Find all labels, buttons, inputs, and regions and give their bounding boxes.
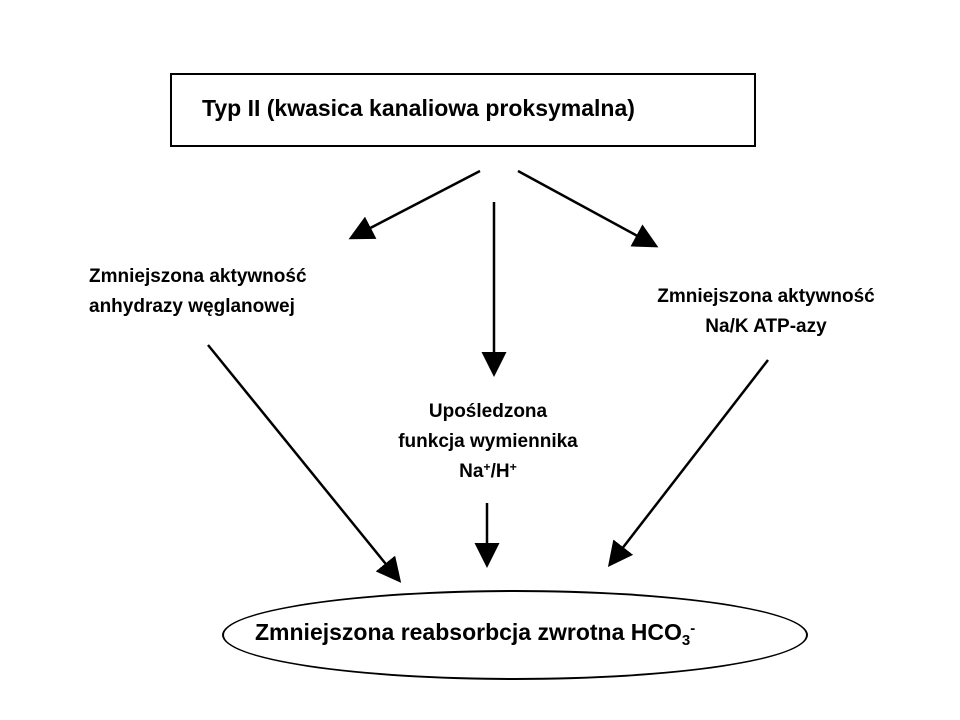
arrow-root-to-right (517, 169, 659, 248)
mechanism-center-line3-sup1: + (483, 460, 491, 475)
arrow-root-to-left (348, 169, 481, 240)
mechanism-left-node: Zmniejszona aktywność anhydrazy węglanow… (89, 262, 307, 322)
mechanism-left-line2: anhydrazy węglanowej (89, 296, 295, 317)
result-node-label: Zmniejszona reabsorbcja zwrotna HCO3- (255, 617, 696, 650)
mechanism-center-node: Upośledzona funkcja wymiennika Na+/H+ (338, 397, 638, 487)
mechanism-right-node: Zmniejszona aktywność Na/K ATP-azy (600, 282, 932, 342)
result-node-sup: - (690, 620, 696, 638)
mechanism-center-line1: Upośledzona (428, 401, 548, 422)
mechanism-right-line1: Zmniejszona aktywność (657, 286, 875, 307)
result-node-main: Zmniejszona reabsorbcja zwrotna HCO (255, 619, 682, 645)
mechanism-left-line1: Zmniejszona aktywność (89, 266, 307, 287)
result-node-sub: 3 (681, 632, 691, 650)
arrow-left-to-result (207, 344, 402, 583)
mechanism-center-line2: funkcja wymiennika (398, 431, 578, 452)
mechanism-center-line3: Na+/H+ (338, 457, 638, 487)
arrow-right-to-result (607, 359, 769, 567)
mechanism-center-line3-prefix: Na (459, 461, 484, 482)
root-node-box (170, 73, 756, 147)
result-node-ellipse (222, 590, 808, 680)
mechanism-center-line3-sup2: + (509, 460, 517, 475)
root-node-label: Typ II (kwasica kanaliowa proksymalna) (202, 95, 635, 121)
mechanism-center-line3-mid: /H (490, 461, 510, 482)
mechanism-right-line2: Na/K ATP-azy (705, 316, 827, 337)
